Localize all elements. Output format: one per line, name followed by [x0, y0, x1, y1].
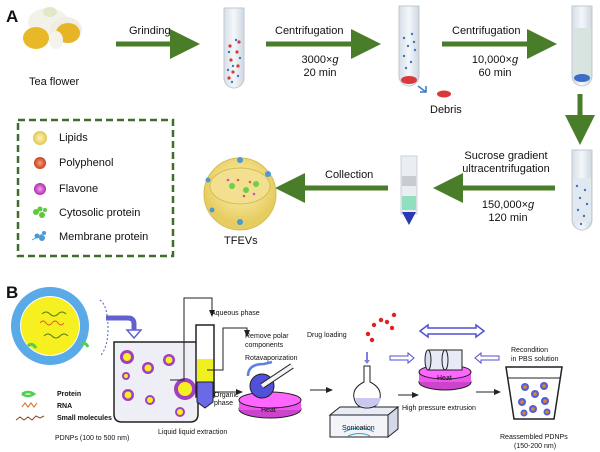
step-collection-label: Collection — [325, 169, 374, 181]
reassembled-beaker — [505, 366, 563, 420]
tea-flower-label: Tea flower — [29, 76, 80, 88]
step-sucrose-time: 120 min — [488, 212, 528, 224]
transfer-arrow — [106, 315, 137, 330]
tube-after-centrifugation-2 — [571, 5, 593, 87]
rna-icon — [21, 402, 38, 408]
tube-sucrose-gradient — [400, 155, 418, 225]
debris-label: Debris — [430, 104, 462, 116]
cytosolic-protein-icon — [33, 206, 47, 218]
tfevs-label: TFEVs — [224, 235, 258, 247]
extraction-label: Liquid liquid extraction — [158, 429, 228, 436]
organic-phase-label-1: Organic — [214, 392, 239, 399]
tube-homogenate — [223, 7, 245, 89]
extraction-tube — [195, 324, 215, 409]
sonication-label: Sonication — [342, 425, 375, 432]
heat-label-2: Heat — [437, 375, 452, 382]
reassembled-label-2: (150-200 nm) — [514, 443, 557, 450]
drug-loading-label: Drug loading — [307, 332, 347, 339]
step-centrifugation-1-time: 20 min — [303, 67, 337, 79]
recondition-label-1: Recondition — [511, 347, 548, 354]
legend-lipids: Lipids — [59, 132, 88, 144]
legend-protein: Protein — [57, 391, 82, 398]
protein-icon — [21, 390, 37, 398]
step-centrifugation-2-label: Centrifugation — [452, 25, 521, 37]
tube-resuspended — [571, 149, 593, 231]
step-sucrose-label-1: Sucrose gradient — [464, 150, 548, 162]
lipid-icon — [33, 131, 47, 145]
step-sucrose-label-2: ultracentrifugation — [462, 163, 550, 175]
step-centrifugation-2-speed: 10,000×g — [471, 54, 519, 66]
membrane-protein-icon — [31, 231, 47, 241]
rotavap — [238, 360, 302, 419]
panel-b-label: B — [6, 283, 19, 302]
legend-cytosolic-protein: Cytosolic protein — [59, 207, 141, 219]
tube-after-centrifugation-1 — [398, 5, 451, 98]
flavone-icon — [34, 183, 46, 195]
heat-label-1: Heat — [261, 407, 276, 414]
legend-small-molecules: Small molecules — [57, 415, 112, 422]
legend-rna: RNA — [57, 403, 73, 410]
rotavaporization-label: Rotavaporization — [245, 355, 298, 362]
remove-polar-label-2: components — [245, 342, 284, 349]
remove-polar-label-1: Remove polar — [245, 333, 289, 340]
sonication-bath — [328, 365, 400, 439]
legend-polyphenol: Polyphenol — [59, 157, 114, 169]
step-sucrose-speed: 150,000×g — [481, 199, 535, 211]
step-centrifugation-2-time: 60 min — [478, 67, 512, 79]
step-grinding-label: Grinding — [129, 25, 171, 37]
bracket — [99, 299, 109, 357]
organic-phase-label-2: phase — [214, 400, 234, 407]
tfev-vesicle-image — [203, 157, 277, 231]
recondition-label-2: in PBS solution — [511, 356, 559, 363]
step-centrifugation-1-speed: 3000×g — [301, 54, 339, 66]
aqueous-phase-label: Aqueous phase — [211, 310, 260, 317]
legend-flavone: Flavone — [59, 183, 99, 195]
legend-box — [16, 118, 175, 258]
panel-a-label: A — [6, 7, 19, 26]
legend-membrane-protein: Membrane protein — [59, 231, 149, 243]
drug-particles — [365, 312, 397, 343]
pdnp-diagram — [11, 287, 90, 365]
pdnps-label: PDNPs (100 to 500 nm) — [55, 435, 130, 442]
tea-flower-image — [23, 7, 82, 49]
polyphenol-icon — [34, 157, 46, 169]
extrusion-label: High pressure extrusion — [402, 405, 476, 412]
beaker — [113, 341, 199, 423]
reassembled-label-1: Reassembled PDNPs — [500, 434, 568, 441]
small-molecule-icon — [15, 415, 45, 421]
step-centrifugation-1-label: Centrifugation — [275, 25, 344, 37]
extruder — [389, 323, 500, 391]
